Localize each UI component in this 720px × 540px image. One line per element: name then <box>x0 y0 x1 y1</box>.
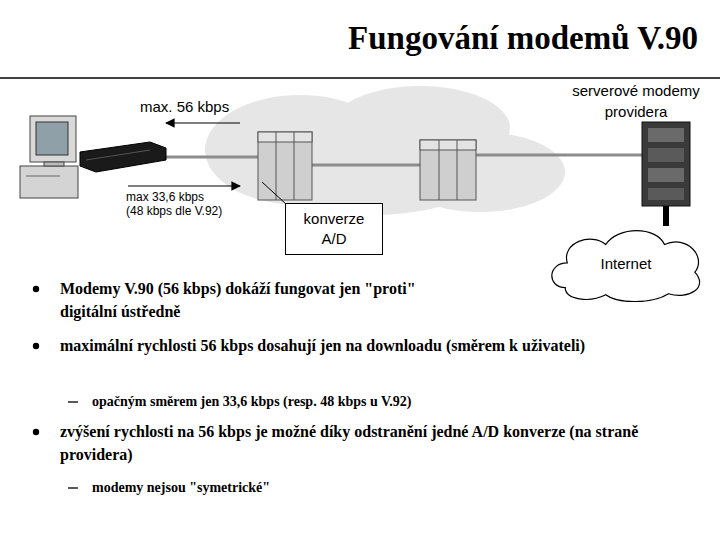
process-box: konverze A/D <box>285 203 383 255</box>
modem-icon <box>80 142 166 172</box>
slide-title: Fungování modemů V.90 <box>348 20 698 57</box>
server-icon <box>642 122 690 226</box>
sub-bullet-text: opačným směrem jen 33,6 kbps (resp. 48 k… <box>92 392 652 412</box>
title-rule <box>0 77 720 79</box>
speed-arrows <box>128 123 240 186</box>
node-text: konverze A/D <box>295 209 373 249</box>
bullet-text: zvýšení rychlosti na 56 kbps je možné dí… <box>60 420 660 466</box>
phone-lines <box>165 155 642 165</box>
speed-label: max. 56 kbps <box>140 97 229 116</box>
sub-bullet-text: modemy nejsou "symetrické" <box>92 478 652 498</box>
exchange-icon <box>258 132 312 200</box>
network-cloud: Internet <box>545 226 707 302</box>
exchange-icon <box>420 140 476 200</box>
node-text: Internet <box>601 254 652 274</box>
phone-network-cloud <box>205 86 565 215</box>
leader-line <box>262 182 286 204</box>
speed-label: max 33,6 kbps (48 kbps dle V.92) <box>126 190 225 218</box>
server-label: serverové modemy providera <box>556 80 716 122</box>
bullet-text: Modemy V.90 (56 kbps) dokáží fungovat je… <box>60 277 460 323</box>
computer-icon <box>20 116 78 198</box>
bullet-text: maximální rychlosti 56 kbps dosahují jen… <box>60 334 660 357</box>
